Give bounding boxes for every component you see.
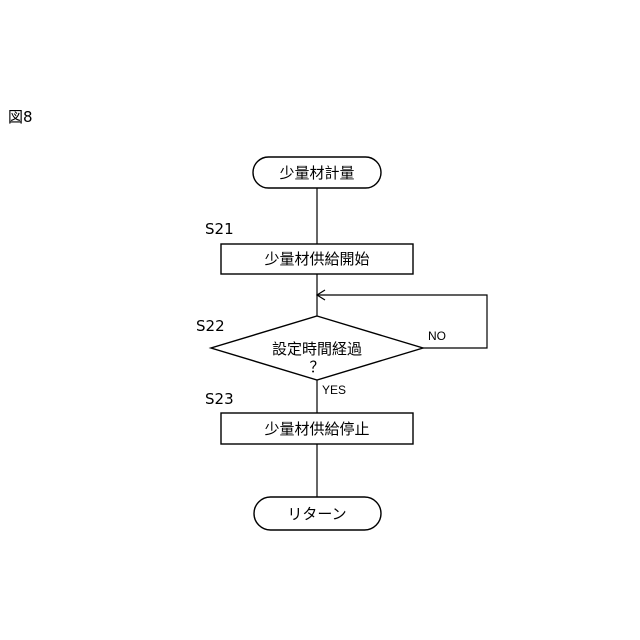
decision-s22-text-line1: 設定時間経過 <box>272 340 362 358</box>
step-label-s21: S21 <box>205 220 234 238</box>
process-s21-text: 少量材供給開始 <box>264 250 369 268</box>
decision-s22-text-line2: ？ <box>309 358 324 376</box>
start-terminal-text: 少量材計量 <box>279 164 354 182</box>
end-terminal-text: リターン <box>287 505 346 523</box>
step-label-s22: S22 <box>196 317 225 335</box>
branch-label-yes: YES <box>322 383 346 397</box>
figure-label: 図8 <box>8 108 33 126</box>
branch-label-no: NO <box>428 329 446 343</box>
step-label-s23: S23 <box>205 390 234 408</box>
process-s23-text: 少量材供給停止 <box>264 420 369 438</box>
